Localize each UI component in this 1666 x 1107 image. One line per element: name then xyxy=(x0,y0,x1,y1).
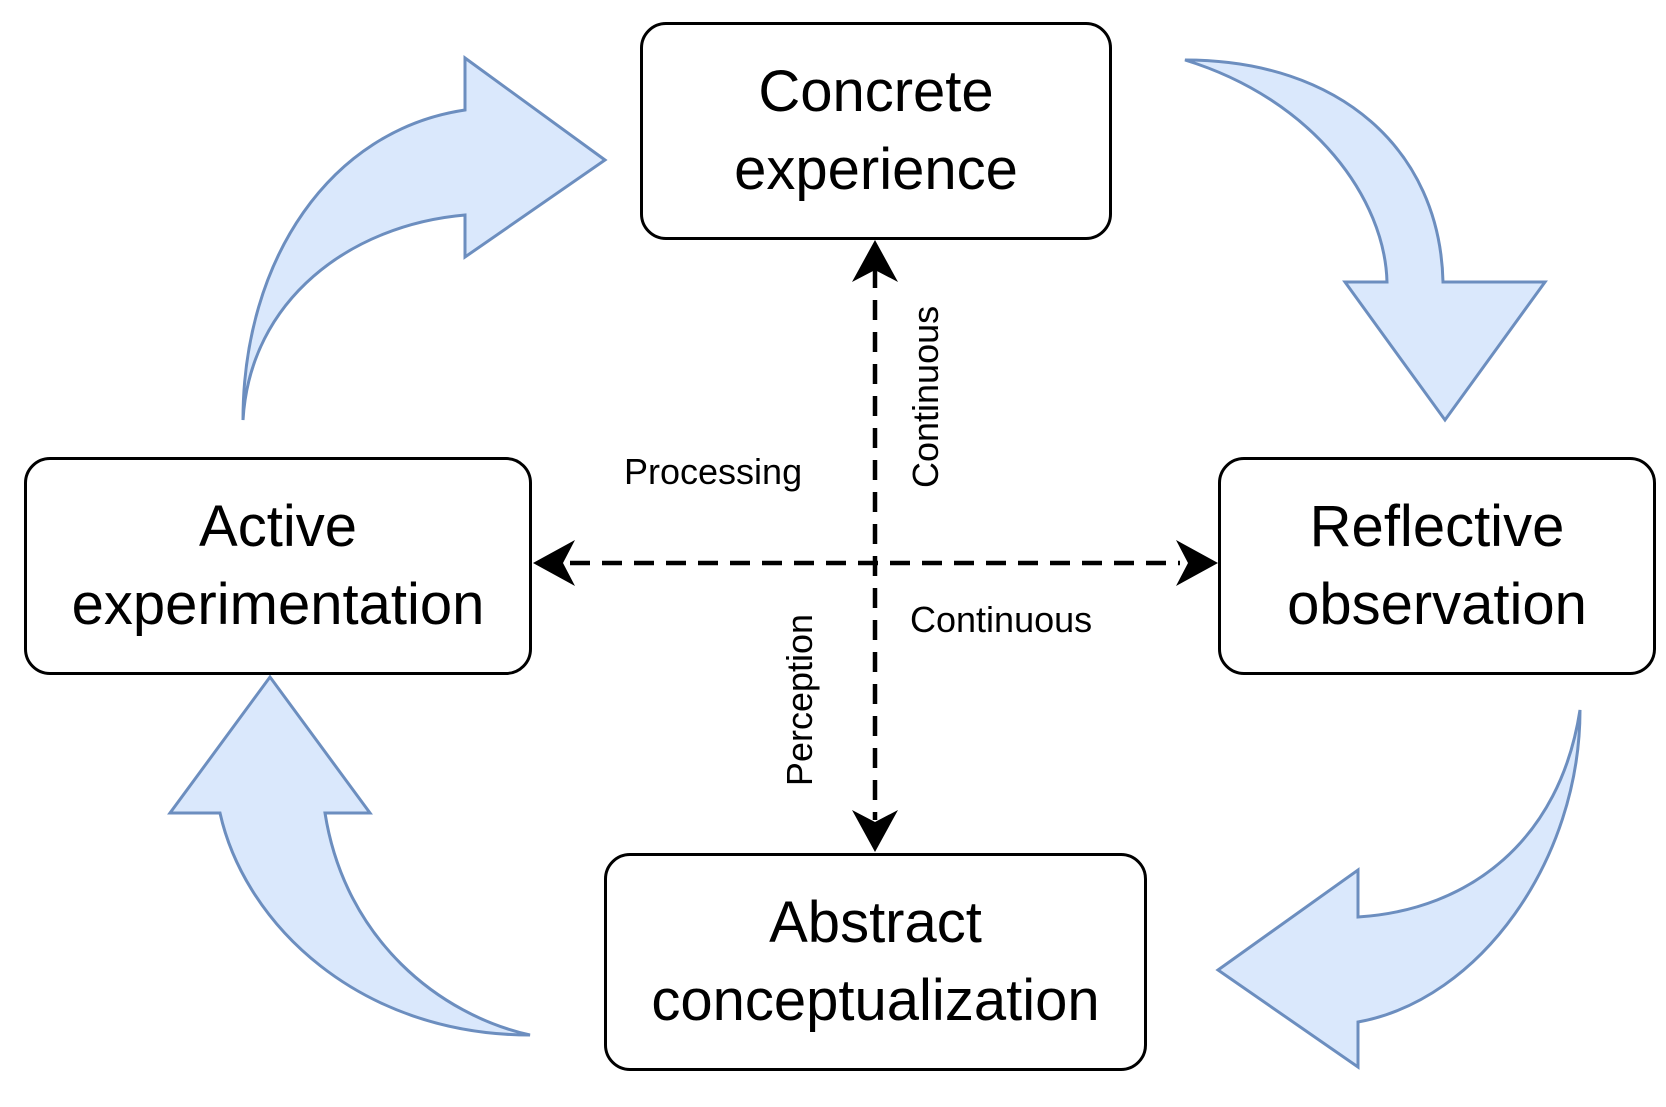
node-abstract-conceptualization-line1: Abstract xyxy=(769,890,982,955)
arrowhead-up xyxy=(852,240,898,282)
node-active-experimentation: Active experimentation xyxy=(24,457,532,675)
arrowhead-right xyxy=(1176,540,1218,586)
cycle-arrow-reflective-to-abstract xyxy=(1215,709,1582,1070)
label-perception: Perception xyxy=(779,613,820,787)
label-continuous-vertical: Continuous xyxy=(905,305,946,488)
node-abstract-conceptualization-line2: conceptualization xyxy=(651,968,1100,1033)
arrowhead-left xyxy=(533,540,575,586)
label-continuous-horizontal: Continuous xyxy=(910,599,1093,640)
cycle-arrow-active-to-concrete xyxy=(241,55,608,421)
node-concrete-experience-line2: experience xyxy=(734,137,1018,202)
node-abstract-conceptualization: Abstract conceptualization xyxy=(604,853,1147,1071)
node-concrete-experience-line1: Concrete xyxy=(758,59,994,124)
label-processing: Processing xyxy=(624,451,803,492)
node-reflective-observation-line2: observation xyxy=(1287,572,1587,637)
node-active-experimentation-line1: Active xyxy=(199,494,357,559)
cycle-arrow-abstract-to-active xyxy=(167,674,531,1037)
cycle-arrow-concrete-to-reflective xyxy=(1184,58,1548,423)
node-concrete-experience: Concrete experience xyxy=(640,22,1112,240)
arrowhead-down xyxy=(852,810,898,852)
node-active-experimentation-line2: experimentation xyxy=(71,572,485,637)
node-reflective-observation: Reflective observation xyxy=(1218,457,1656,675)
node-reflective-observation-line1: Reflective xyxy=(1309,494,1565,559)
